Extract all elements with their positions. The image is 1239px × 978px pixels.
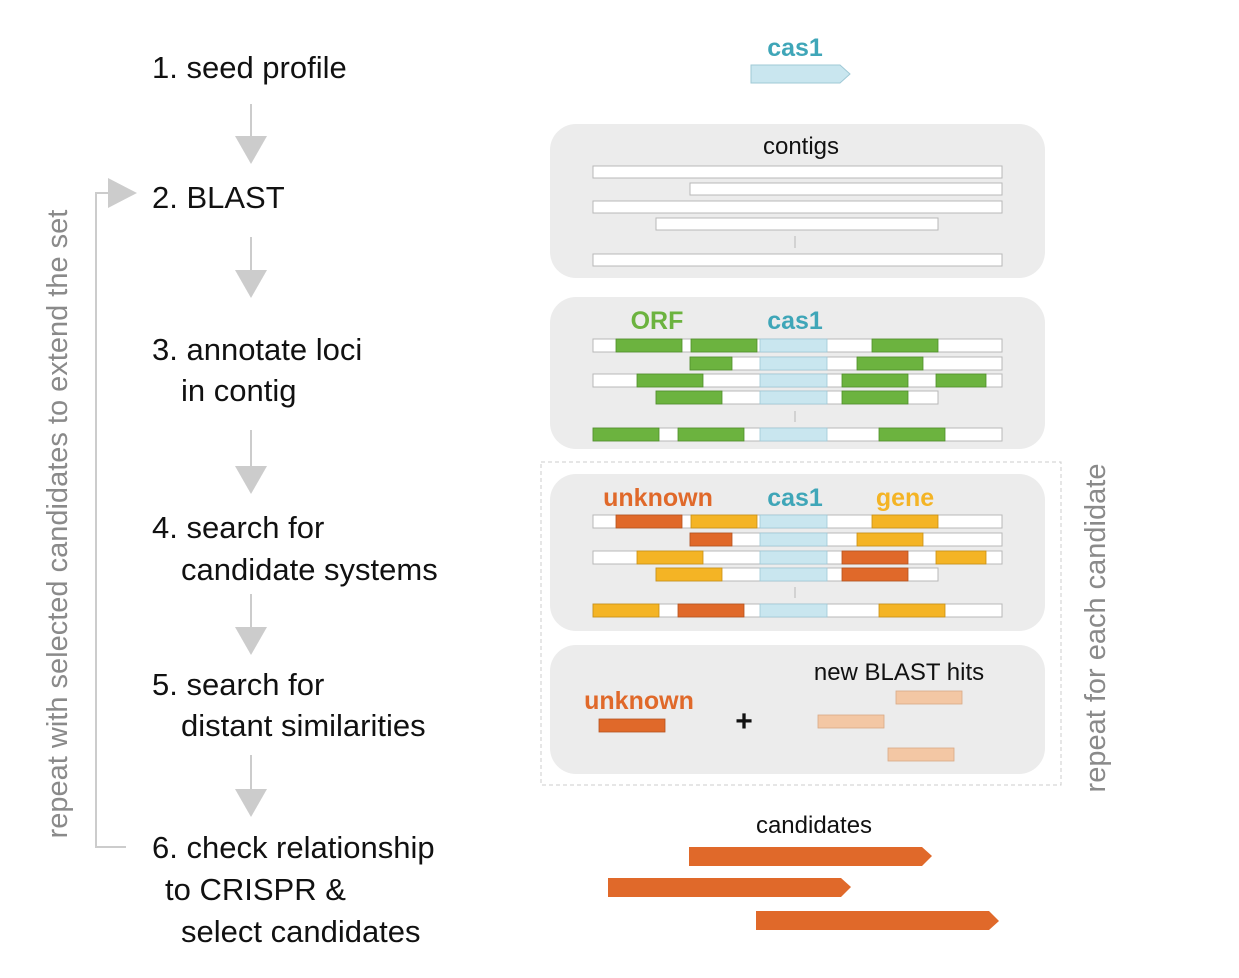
orf-gene [690, 338, 758, 353]
new-blast-hit [895, 690, 963, 705]
cas1-label: cas1 [767, 307, 823, 335]
contig [689, 182, 1003, 196]
step-list: 1. seed profile 2. BLAST 3. annotate loc… [152, 50, 443, 949]
repeat-loop: repeat with selected candidates to exten… [42, 178, 137, 848]
contig [592, 200, 1003, 214]
distant-panel: unknown + new BLAST hits [550, 645, 1045, 774]
orf-gene [878, 427, 946, 442]
candidate-loop-label: repeat for each candidate [1080, 464, 1112, 793]
candidates-group: candidates [608, 812, 999, 930]
step-6-label: 6. check relationship to CRISPR & select… [152, 830, 443, 949]
contig [689, 532, 1003, 547]
seed-gene-label: cas1 [767, 34, 823, 62]
gene-label: gene [876, 484, 934, 512]
unknown-label: unknown [603, 484, 713, 512]
candidates-label: candidates [756, 812, 872, 839]
contig [592, 165, 1003, 179]
contig [655, 217, 939, 231]
orf-gene [841, 373, 909, 388]
step-2-label: 2. BLAST [152, 180, 285, 215]
cas1-gene [759, 338, 828, 353]
orf-gene [856, 356, 924, 371]
orf-gene [677, 427, 745, 442]
unknown-gene [841, 567, 909, 582]
contig [592, 253, 1003, 267]
cas1-gene [759, 427, 828, 442]
step-5-label: 5. search for distant similarities [152, 667, 426, 743]
cas1-gene [759, 567, 828, 582]
candidate-arrow [756, 911, 999, 930]
known-gene [655, 567, 723, 582]
cas1-gene [759, 550, 828, 565]
candidate-panel: unknown cas1 gene [550, 474, 1045, 631]
new-blast-hit [817, 714, 885, 729]
seed-gene-arrow [750, 64, 851, 84]
cas1-gene [759, 532, 828, 547]
contig [689, 356, 1003, 371]
annotate-panel: ORF cas1 [550, 297, 1045, 449]
cas1-gene [759, 373, 828, 388]
orf-gene [615, 338, 683, 353]
loop-arrow-icon [108, 178, 137, 208]
unknown-label: unknown [584, 687, 694, 715]
new-hits-label: new BLAST hits [814, 659, 984, 686]
cas1-gene [759, 390, 828, 405]
down-arrow-icon [235, 594, 267, 655]
step-4-label: 4. search for candidate systems [152, 510, 438, 587]
contigs-label: contigs [763, 133, 839, 160]
cas1-label: cas1 [767, 484, 823, 512]
orf-gene [841, 390, 909, 405]
seed-gene: cas1 [750, 34, 851, 84]
known-gene [871, 514, 939, 529]
orf-gene [935, 373, 987, 388]
cas1-gene [759, 514, 828, 529]
candidate-loop-box [540, 461, 1062, 786]
new-blast-hit [887, 747, 955, 762]
cas1-gene [759, 603, 828, 618]
unknown-gene [615, 514, 683, 529]
candidate-arrow [689, 847, 932, 866]
down-arrow-icon [235, 237, 267, 298]
orf-gene [592, 427, 660, 442]
unknown-gene [841, 550, 909, 565]
candidate-arrow [608, 878, 851, 897]
orf-gene [871, 338, 939, 353]
cas1-gene [759, 356, 828, 371]
orf-label: ORF [631, 307, 684, 335]
down-arrow-icon [235, 104, 267, 164]
known-gene [878, 603, 946, 618]
orf-gene [636, 373, 704, 388]
orf-gene [655, 390, 723, 405]
unknown-gene [689, 532, 733, 547]
contigs-panel: contigs [550, 124, 1045, 278]
step-3-label: 3. annotate loci in contig [152, 332, 371, 408]
unknown-gene [677, 603, 745, 618]
unknown-gene [598, 718, 666, 733]
known-gene [935, 550, 987, 565]
known-gene [856, 532, 924, 547]
loop-label: repeat with selected candidates to exten… [42, 210, 74, 839]
plus-sign: + [735, 705, 753, 738]
step-arrows [235, 104, 267, 817]
down-arrow-icon [235, 430, 267, 494]
down-arrow-icon [235, 755, 267, 817]
step-1-label: 1. seed profile [152, 50, 347, 85]
orf-gene [689, 356, 733, 371]
known-gene [592, 603, 660, 618]
known-gene [690, 514, 758, 529]
known-gene [636, 550, 704, 565]
